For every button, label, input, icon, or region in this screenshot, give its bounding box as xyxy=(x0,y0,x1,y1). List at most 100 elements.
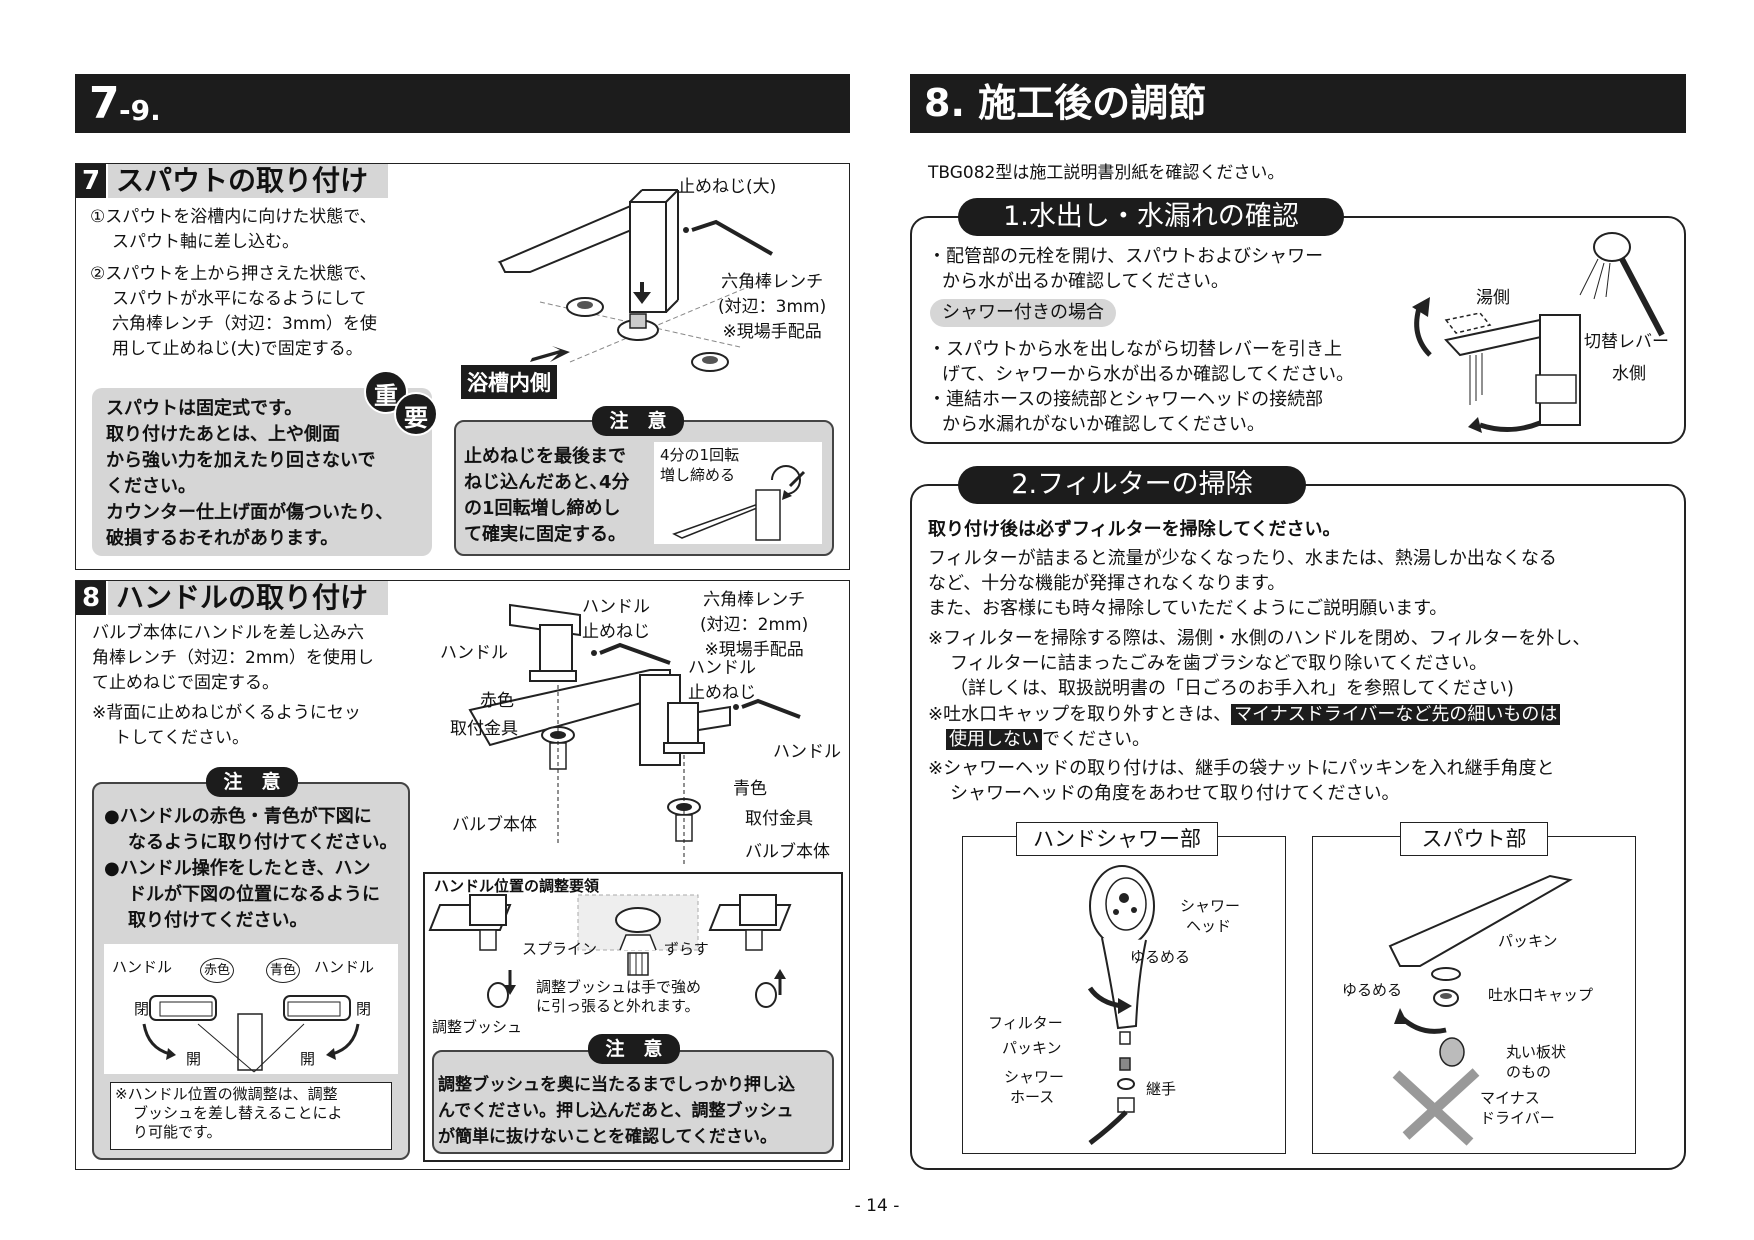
page-number: - 14 - xyxy=(854,1196,900,1216)
label-valve-left: バルブ本体 xyxy=(452,815,537,835)
label-valve-right: バルブ本体 xyxy=(745,842,830,862)
text-line: 用して止めねじ(大)で固定する。 xyxy=(112,339,363,359)
label-packing-hand: パッキン xyxy=(1002,1039,1062,1057)
important-text: スパウトは固定式です。 取り付けたあとは、上や側面 から強い力を加えたり回さない… xyxy=(106,396,393,552)
text-line: また、お客様にも時々掃除していただくようにご説明願います。 xyxy=(928,598,1448,619)
important-badge-shape xyxy=(364,370,438,436)
quarter-turn-figure: 4分の1回転 増し締める xyxy=(654,442,822,544)
text-line: ②スパウトを上から押さえた状態で、 xyxy=(90,264,377,284)
badge-char-2: 要 xyxy=(404,404,428,432)
label-screw-large: 止めねじ(大) xyxy=(678,177,777,197)
text-line: なるように取り付けてください。 xyxy=(128,832,398,853)
text-line: 取り付けたあとは、上や側面 xyxy=(106,424,340,445)
fig-close-left: 閉 xyxy=(134,1000,150,1018)
section-8-box xyxy=(75,580,850,1170)
text-line: (対辺：2mm) xyxy=(700,615,809,635)
fig-open-right: 開 xyxy=(300,1050,316,1068)
text-line: ください。 xyxy=(106,476,196,497)
text-line: ※現場手配品 xyxy=(704,640,804,660)
text-line: (対辺：3mm) xyxy=(718,297,827,317)
label-wrench-2mm: 六角棒レンチ (対辺：2mm) ※現場手配品 xyxy=(700,588,808,663)
text-line: ※吐水口キャップを取り外すときは、マイナスドライバーなど先の細いものは xyxy=(928,702,1561,727)
label-switch-lever: 切替レバー xyxy=(1584,332,1669,352)
text-line: が簡単に抜けないことを確認してください。 xyxy=(438,1127,777,1147)
text-line: ※現場手配品 xyxy=(722,322,822,342)
text-line: 角棒レンチ（対辺：2mm）を使用し xyxy=(92,648,374,668)
label-loosen-spout: ゆるめる xyxy=(1342,981,1403,999)
text-line: 使用しないでください。 xyxy=(928,727,1560,752)
text-line: ホース xyxy=(1010,1088,1055,1106)
text-line: （詳しくは、取扱説明書の「日ごろのお手入れ」を参照してください) xyxy=(950,678,1514,699)
fig-close-right: 閉 xyxy=(356,1000,372,1018)
spout-install-illustration xyxy=(497,189,773,372)
important-badge: 重 要 xyxy=(364,370,440,438)
left-header: 7 -9. xyxy=(75,74,850,133)
text-line: から強い力を加えたり回さないで xyxy=(106,450,376,471)
water-check-illustration xyxy=(1412,232,1665,433)
text-line: ドルが下図の位置になるように xyxy=(128,884,380,905)
text-line: 六角棒レンチ xyxy=(703,590,806,610)
text-line: ●ハンドルの赤色・青色が下図に xyxy=(104,806,372,827)
text-line: カウンター仕上げ面が傷ついたり、 xyxy=(106,502,394,523)
highlight-text: 使用しない xyxy=(946,729,1042,750)
adjust-caution-title: 注 意 xyxy=(588,1034,680,1064)
text-line: シャワーヘッドの角度をあわせて取り付けてください。 xyxy=(950,783,1400,804)
label-shower-hose: シャワー ホース xyxy=(1004,1067,1064,1107)
section-8-number: 8 xyxy=(76,581,106,615)
handle-position-figure: ハンドル 赤色 青色 ハンドル 閉 閉 開 開 xyxy=(104,944,398,1074)
label-flathead-driver: マイナス ドライバー xyxy=(1480,1088,1555,1128)
hand-shower-illustration xyxy=(1087,865,1155,1145)
adjust-caution-text: 調整ブッシュを奥に当たるまでしっかり押し込 んでください。押し込んだあと、調整ブ… xyxy=(438,1072,795,1150)
hand-shower-title: ハンドシャワー部 xyxy=(1016,822,1218,856)
text-line: ※背面に止めねじがくるようにセッ xyxy=(92,703,361,723)
text-line: フィルターが詰まると流量が少なくなったり、水または、熱湯しか出なくなる xyxy=(928,548,1557,569)
text-line: トしてください。 xyxy=(114,728,249,748)
badge-char-1: 重 xyxy=(374,382,398,410)
text-line: ※ハンドル位置の微調整は、調整 xyxy=(115,1085,338,1103)
sec8-note: ※背面に止めねじがくるようにセッ トしてください。 xyxy=(92,701,361,751)
adjust-box xyxy=(423,872,843,1162)
box2-p1: フィルターが詰まると流量が少なくなったり、水または、熱湯しか出なくなる など、十… xyxy=(928,546,1557,621)
text-line: ※フィルターを掃除する際は、湯側・水側のハンドルを閉め、フィルターを外し、 xyxy=(928,628,1591,649)
text-line: 調整ブッシュを奥に当たるまでしっかり押し込 xyxy=(438,1075,795,1095)
adjust-spline: スプライン xyxy=(522,940,598,958)
label-handle-screw-2: ハンドル 止めねじ xyxy=(688,656,756,706)
label-mount-left: 取付金具 xyxy=(450,719,518,739)
label-joint: 継手 xyxy=(1146,1080,1177,1098)
label-wrench-3mm: 六角棒レンチ (対辺：3mm) ※現場手配品 xyxy=(718,270,826,345)
text-line: て止めねじで固定する。 xyxy=(92,673,279,693)
box2-n1: ※フィルターを掃除する際は、湯側・水側のハンドルを閉め、フィルターを外し、 フィ… xyxy=(928,626,1590,701)
section-7-title: スパウトの取り付け xyxy=(108,164,388,198)
text-line: 丸い板状 xyxy=(1506,1043,1567,1061)
text-line: 止めねじを最後まで xyxy=(464,446,626,467)
label-outlet-cap: 吐水口キャップ xyxy=(1488,986,1594,1004)
box1-bullet2: ・スパウトから水を出しながら切替レバーを引き上 げて、シャワーから水が出るか確認… xyxy=(928,337,1354,387)
text-line: から水が出るか確認してください。 xyxy=(942,271,1229,292)
text-line: フィルターに詰まったごみを歯ブラシなどで取り除いてください。 xyxy=(950,653,1488,674)
text-line: に引っ張ると外れます。 xyxy=(536,997,700,1015)
text-line: 止めねじ xyxy=(582,622,650,642)
text-line: 取り付けてください。 xyxy=(128,910,308,931)
spout-title: スパウト部 xyxy=(1400,822,1548,856)
text-line: 破損するおそれがあります。 xyxy=(106,528,339,549)
right-header: 8. 施工後の調節 xyxy=(910,74,1686,133)
sec7-caution-title: 注 意 xyxy=(592,406,684,436)
text-line: ※シャワーヘッドの取り付けは、継手の袋ナットにパッキンを入れ継手角度と xyxy=(928,758,1555,779)
fig-open-left: 開 xyxy=(186,1050,202,1068)
text-line: 調整ブッシュは手で強め xyxy=(536,978,702,996)
label-shower-head: シャワー ヘッド xyxy=(1180,896,1240,936)
fig-blue: 青色 xyxy=(266,958,301,983)
box2-lead: 取り付け後は必ずフィルターを掃除してください。 xyxy=(928,519,1341,540)
box2-n3: ※シャワーヘッドの取り付けは、継手の袋ナットにパッキンを入れ継手角度と シャワー… xyxy=(928,756,1555,806)
text-line: から水漏れがないか確認してください。 xyxy=(942,414,1265,435)
handle-position-drawing xyxy=(142,995,360,1073)
text-line: 六角棒レンチ xyxy=(721,272,824,292)
box1-title: 1.水出し・水漏れの確認 xyxy=(958,198,1344,236)
text-line: ドライバー xyxy=(1480,1109,1555,1127)
section-7-number: 7 xyxy=(76,164,106,198)
box2-n2: ※吐水口キャップを取り外すときは、マイナスドライバーなど先の細いものは 使用しな… xyxy=(928,702,1561,752)
adjust-bushing-note: 調整ブッシュは手で強め に引っ張ると外れます。 xyxy=(536,978,701,1016)
label-handle-right: ハンドル xyxy=(773,742,841,762)
sec8-body: バルブ本体にハンドルを差し込み六 角棒レンチ（対辺：2mm）を使用し て止めねじ… xyxy=(92,621,374,696)
text-line: スパウト軸に差し込む。 xyxy=(112,232,299,252)
